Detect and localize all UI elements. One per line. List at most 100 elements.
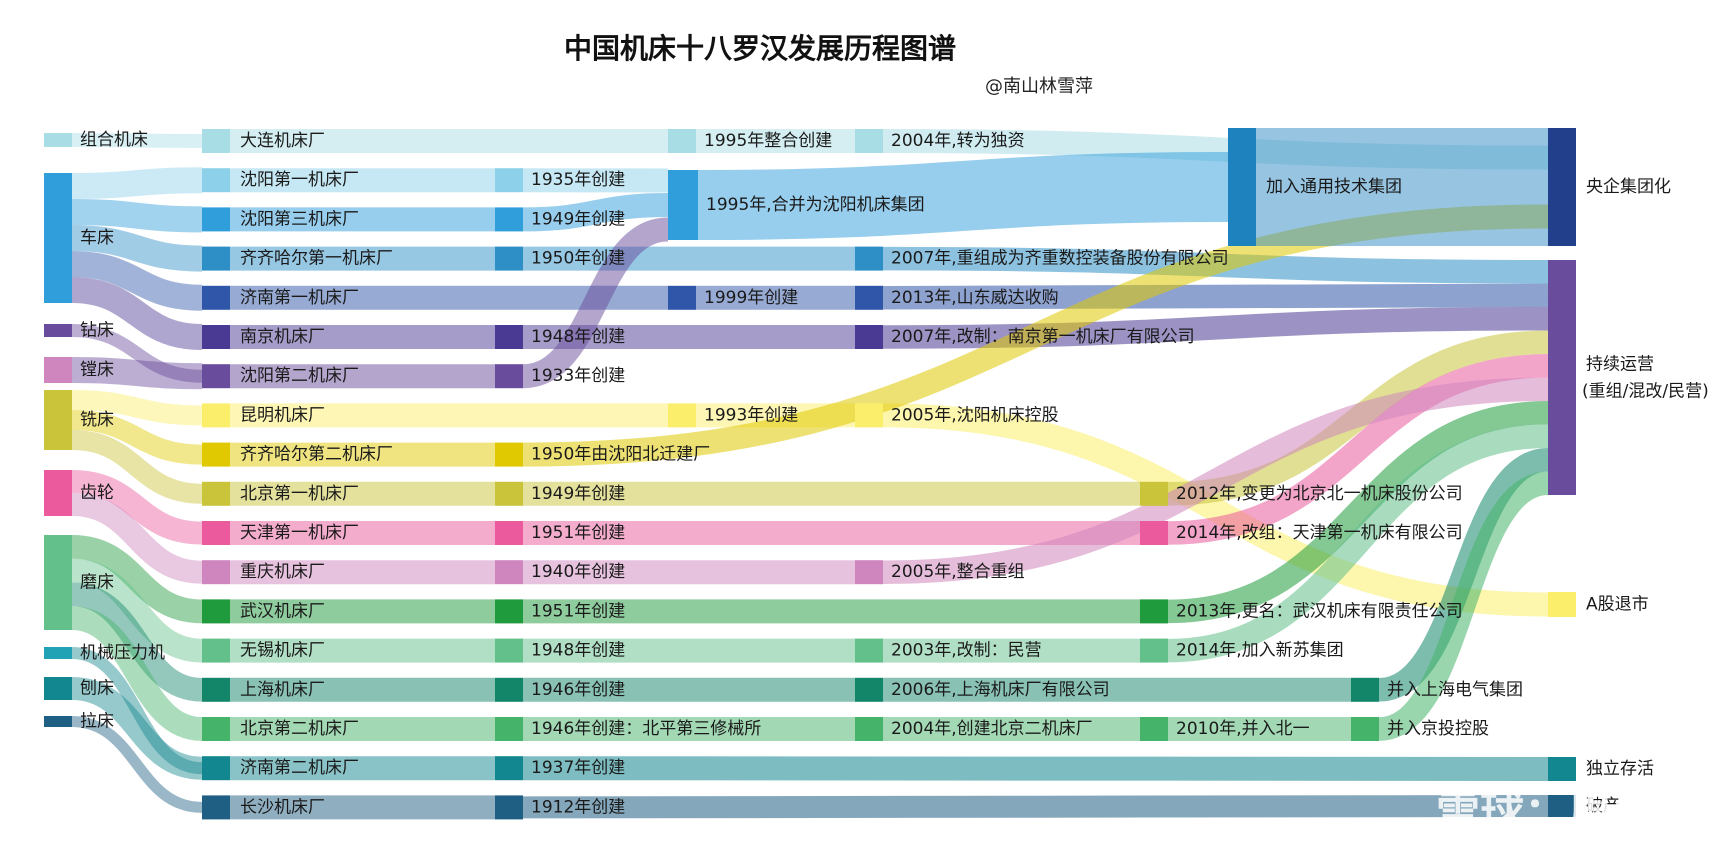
step-label: 2010年,并入北一 — [1176, 719, 1310, 739]
category-label: 车床 — [80, 228, 114, 248]
outcome-sublabel: (重组/混改/民营) — [1582, 382, 1709, 402]
factory-node — [202, 717, 230, 741]
step-label: 1999年创建 — [704, 288, 798, 308]
flow-f_qq2 — [71, 410, 203, 465]
step-label: 1951年创建 — [531, 523, 625, 543]
step-node — [495, 795, 523, 820]
step-node — [855, 403, 883, 428]
step-node — [495, 325, 523, 349]
step-node — [855, 560, 883, 585]
category-label: 钻床 — [80, 321, 114, 341]
flow-f_sy2 — [71, 324, 203, 383]
factory-label: 重庆机床厂 — [240, 562, 325, 582]
category-label: 组合机床 — [80, 130, 148, 150]
category-node-c_grind — [44, 535, 72, 630]
flow-f_cq — [71, 493, 203, 584]
step-label: 2004年,转为独资 — [891, 131, 1025, 151]
step-node — [495, 246, 523, 271]
category-label: 磨床 — [80, 573, 114, 593]
factory-label: 长沙机床厂 — [240, 797, 325, 817]
step-label: 1948年创建 — [531, 327, 625, 347]
diagram-title: 中国机床十八罗汉发展历程图谱 — [564, 32, 956, 65]
step-label: 1933年创建 — [531, 366, 625, 386]
step-label: 1949年创建 — [531, 209, 625, 229]
category-label: 刨床 — [80, 679, 114, 699]
step-label: 1950年创建 — [531, 249, 625, 269]
step-label: 1912年创建 — [531, 797, 625, 817]
step-node — [855, 129, 883, 153]
flow-f_sh — [71, 582, 203, 702]
band-end-f_wx — [1167, 424, 1549, 663]
outcome-label: 央企集团化 — [1586, 177, 1671, 197]
step-label: 2007年,改制：南京第一机床厂有限公司 — [891, 327, 1195, 347]
flow-f_sy1 — [71, 167, 203, 199]
factory-node — [202, 521, 230, 545]
factory-label: 南京机床厂 — [240, 327, 325, 347]
outcome-label: 破产 — [1586, 796, 1620, 816]
factory-node — [202, 442, 230, 467]
step-label: 1935年创建 — [531, 170, 625, 190]
band-end-f_wh — [1167, 401, 1549, 624]
step-node — [855, 246, 883, 271]
step-node — [495, 364, 523, 389]
flow-f_cs — [71, 716, 203, 813]
factory-label: 齐齐哈尔第一机床厂 — [240, 249, 393, 269]
merge-node-shenyang — [668, 170, 698, 240]
flow-f_bj1 — [71, 430, 203, 504]
step-node — [495, 481, 523, 506]
category-node-c_bore — [44, 357, 72, 383]
outcome-node-o_bankrupt — [1548, 795, 1576, 817]
step-node — [855, 677, 883, 702]
step-node — [495, 207, 523, 232]
category-node-c_gear — [44, 470, 72, 516]
outcome-label: A股退市 — [1586, 595, 1649, 615]
category-node-c_lathe — [44, 173, 72, 303]
factory-node — [202, 638, 230, 663]
step-node — [495, 756, 523, 781]
factory-label: 济南第二机床厂 — [240, 758, 359, 778]
step-label: 1950年由沈阳北迁建厂 — [531, 445, 710, 465]
factory-label: 大连机床厂 — [240, 131, 325, 151]
outcome-node-o_sasac_group — [1548, 128, 1576, 246]
step-node — [1140, 638, 1168, 663]
step-node — [495, 521, 523, 545]
step-label: 2005年,沈阳机床控股 — [891, 405, 1059, 425]
flow-f_dalian — [71, 133, 203, 148]
factory-label: 昆明机床厂 — [240, 405, 325, 425]
watermark: 雪球：周而山 — [1436, 788, 1700, 839]
factory-label: 沈阳第一机床厂 — [240, 170, 359, 190]
band-end-f_cq — [882, 377, 1549, 584]
flow-f_bj2 — [70, 606, 204, 741]
band-end-f_km — [882, 403, 1549, 617]
band-merge-f_sy2 — [521, 217, 670, 389]
step-node — [855, 285, 883, 310]
factory-node — [202, 325, 230, 349]
factory-node — [202, 129, 230, 153]
category-node-c_press — [44, 647, 72, 659]
band-end-f_tj1 — [1167, 354, 1549, 545]
flow-f_wh — [71, 535, 203, 624]
band-merge-f_sy3 — [522, 193, 669, 232]
step-label: 1951年创建 — [531, 601, 625, 621]
step-label: 1949年创建 — [531, 484, 625, 504]
flow-f_nj — [71, 277, 203, 350]
step-label: 2013年,山东威达收购 — [891, 288, 1059, 308]
factory-node — [202, 560, 230, 585]
flow-f_jn1 — [71, 251, 203, 311]
step-label: 1993年创建 — [704, 405, 798, 425]
factory-node — [202, 246, 230, 271]
factory-label: 济南第一机床厂 — [240, 288, 359, 308]
flow-f_tj1 — [71, 470, 203, 545]
step-node — [495, 442, 523, 467]
step-node — [1351, 677, 1379, 702]
outcome-node-o_delist — [1548, 592, 1576, 617]
category-node-c_broach — [44, 716, 72, 727]
step-node — [495, 638, 523, 663]
outcome-node-o_independent — [1548, 757, 1576, 781]
category-node-c_combo — [44, 133, 72, 147]
step-label: 2006年,上海机床厂有限公司 — [891, 680, 1110, 700]
category-label: 机械压力机 — [80, 643, 165, 663]
merge-label: 1995年,合并为沈阳机床集团 — [706, 195, 925, 215]
flow-f_qq1 — [71, 225, 203, 272]
step-label: 2003年,改制：民营 — [891, 641, 1042, 661]
